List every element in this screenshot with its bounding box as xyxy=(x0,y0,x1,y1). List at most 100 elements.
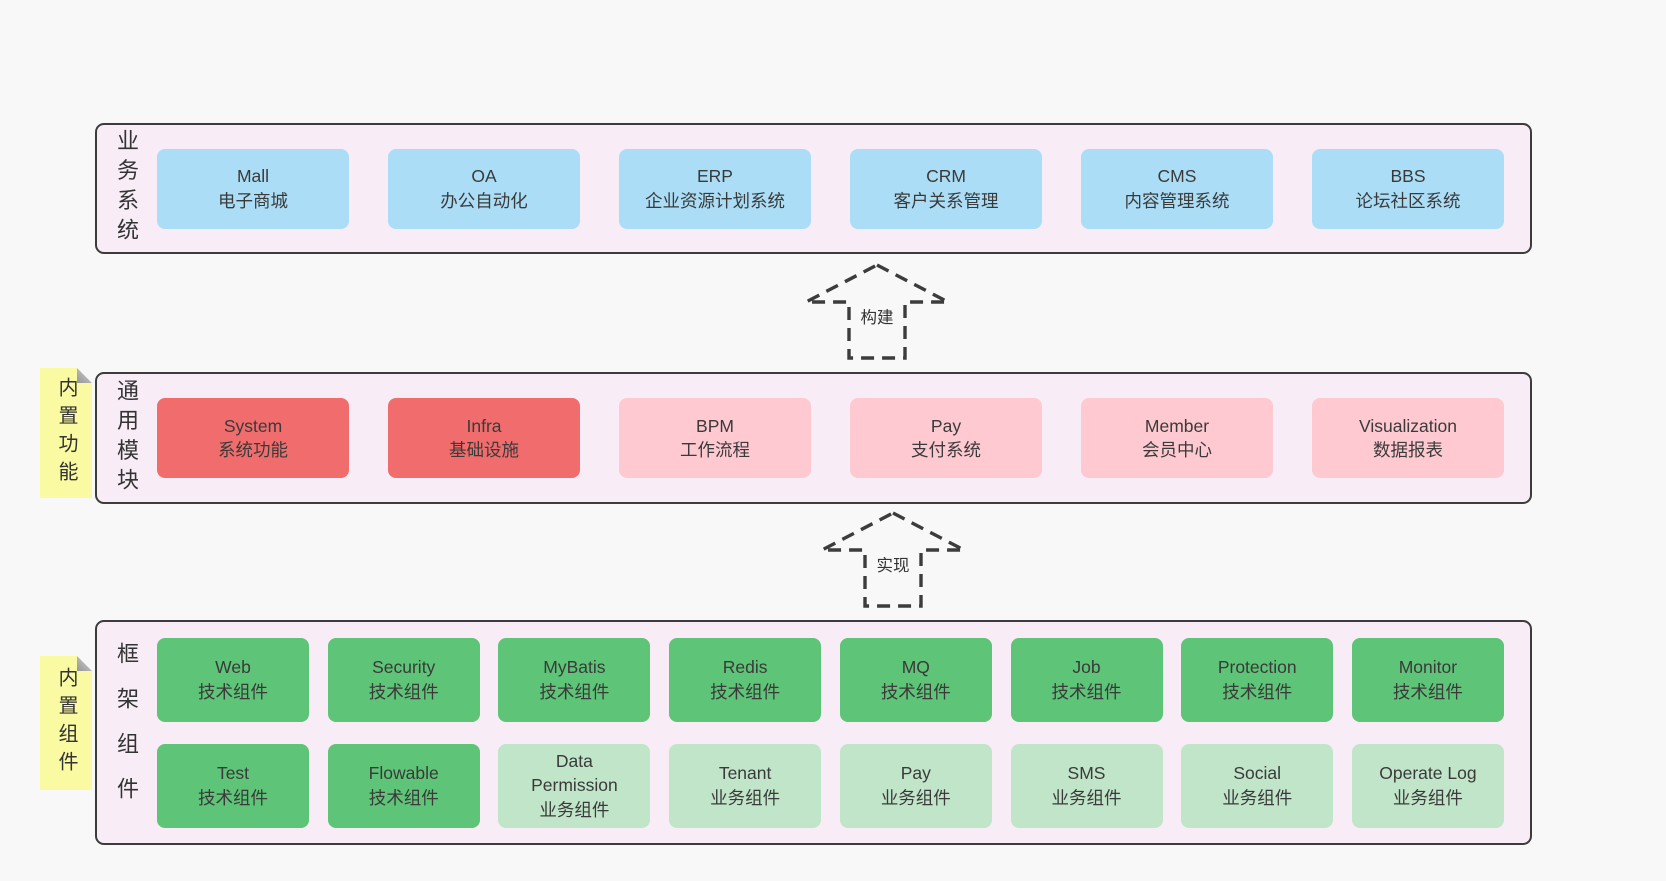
box-title: SMS xyxy=(1067,763,1106,784)
box-subtitle: 基础设施 xyxy=(449,440,519,460)
box-monitor: Monitor 技术组件 xyxy=(1351,637,1504,722)
box-subtitle: 论坛社区系统 xyxy=(1355,190,1461,211)
note-builtin-components: 内置组件 xyxy=(40,656,92,790)
box-title: Redis xyxy=(722,657,768,678)
box-title: MQ xyxy=(901,657,930,678)
box-operate-log: Operate Log 业务组件 xyxy=(1351,743,1504,828)
box-system: System 系统功能 xyxy=(157,398,349,478)
box-pay-business: Pay 业务组件 xyxy=(839,743,992,828)
box-subtitle: 业务组件 xyxy=(539,799,610,820)
box-title: Member xyxy=(1144,415,1210,436)
layer-framework-components: 框架组件 Web 技术组件 Security 技术组件 MyBatis 技术组件… xyxy=(95,620,1532,845)
components-row-2: Test 技术组件 Flowable 技术组件 Data Permission … xyxy=(157,743,1504,828)
layer-label-column: 业务系统 xyxy=(97,125,155,252)
box-crm: CRM 客户关系管理 xyxy=(850,148,1042,229)
box-cms: CMS 内容管理系统 xyxy=(1081,148,1273,229)
box-subtitle: 技术组件 xyxy=(539,681,610,702)
box-subtitle: 技术组件 xyxy=(1051,681,1122,702)
box-title: Operate Log xyxy=(1379,763,1477,784)
layer-business-label: 业务系统 xyxy=(114,129,139,248)
box-title: Web xyxy=(215,657,251,678)
box-subtitle: 业务组件 xyxy=(1051,787,1122,808)
box-title: CRM xyxy=(926,166,966,187)
arrow-build-label: 构建 xyxy=(857,303,897,329)
box-title: Infra xyxy=(466,415,502,436)
arrow-implement-label: 实现 xyxy=(873,551,913,577)
box-subtitle: 技术组件 xyxy=(880,681,951,702)
modules-boxes: System 系统功能 Infra 基础设施 BPM 工作流程 Pay 支付系统… xyxy=(155,374,1530,502)
up-arrow-icon xyxy=(805,263,949,360)
up-arrow-icon xyxy=(821,511,965,608)
box-title: Monitor xyxy=(1398,657,1458,678)
box-tenant: Tenant 业务组件 xyxy=(669,743,822,828)
box-member: Member 会员中心 xyxy=(1081,398,1273,478)
box-job: Job 技术组件 xyxy=(1010,637,1163,722)
box-title: Flowable xyxy=(368,763,439,784)
box-title: Protection xyxy=(1217,657,1297,678)
box-title: Social xyxy=(1233,763,1282,784)
box-title: CMS xyxy=(1157,166,1197,187)
box-subtitle: 业务组件 xyxy=(880,787,951,808)
arrow-build: 构建 xyxy=(802,261,952,363)
box-title: OA xyxy=(471,166,497,187)
box-protection: Protection 技术组件 xyxy=(1181,637,1334,722)
box-title: Security xyxy=(372,657,436,678)
box-subtitle: 工作流程 xyxy=(680,440,750,460)
box-title: Pay xyxy=(930,415,962,436)
box-mall: Mall 电子商城 xyxy=(157,148,349,229)
box-title: ERP xyxy=(697,166,733,187)
box-subtitle: 系统功能 xyxy=(218,440,288,460)
box-subtitle: 业务组件 xyxy=(710,787,781,808)
note-builtin-functions: 内置功能 xyxy=(40,368,92,498)
note-builtin-functions-label: 内置功能 xyxy=(55,377,77,489)
box-title: Pay xyxy=(900,763,931,784)
box-subtitle: 数据报表 xyxy=(1373,440,1443,460)
layer-label-column: 框架组件 xyxy=(97,622,155,843)
box-subtitle: 技术组件 xyxy=(1392,681,1463,702)
arrow-implement: 实现 xyxy=(818,509,968,611)
box-mq: MQ 技术组件 xyxy=(839,637,992,722)
box-subtitle: 技术组件 xyxy=(1222,681,1293,702)
layer-common-modules: 通用模块 System 系统功能 Infra 基础设施 BPM 工作流程 Pay… xyxy=(95,372,1532,504)
box-subtitle: 内容管理系统 xyxy=(1124,190,1230,211)
box-title: Job xyxy=(1072,657,1101,678)
box-erp: ERP 企业资源计划系统 xyxy=(619,148,811,229)
layer-label-column: 通用模块 xyxy=(97,374,155,502)
components-row-1: Web 技术组件 Security 技术组件 MyBatis 技术组件 Redi… xyxy=(157,637,1504,722)
box-subtitle: 技术组件 xyxy=(198,681,268,702)
layer-business-systems: 业务系统 Mall 电子商城 OA 办公自动化 ERP 企业资源计划系统 CRM… xyxy=(95,123,1532,254)
box-infra: Infra 基础设施 xyxy=(388,398,580,478)
box-title: Test xyxy=(216,763,250,784)
box-subtitle: 业务组件 xyxy=(1222,787,1293,808)
box-flowable: Flowable 技术组件 xyxy=(327,743,480,828)
box-bpm: BPM 工作流程 xyxy=(619,398,811,478)
box-subtitle: 办公自动化 xyxy=(440,190,528,211)
business-boxes: Mall 电子商城 OA 办公自动化 ERP 企业资源计划系统 CRM 客户关系… xyxy=(155,125,1530,252)
box-subtitle: 会员中心 xyxy=(1142,440,1212,460)
box-subtitle: 电子商城 xyxy=(218,190,288,211)
box-subtitle: 技术组件 xyxy=(710,681,781,702)
box-visualization: Visualization 数据报表 xyxy=(1312,398,1504,478)
layer-modules-label: 通用模块 xyxy=(114,378,139,498)
box-title: Data Permission xyxy=(531,751,618,796)
box-title: BBS xyxy=(1390,166,1426,187)
box-title: System xyxy=(223,415,283,436)
box-bbs: BBS 论坛社区系统 xyxy=(1312,148,1504,229)
box-test: Test 技术组件 xyxy=(157,743,309,828)
box-social: Social 业务组件 xyxy=(1181,743,1334,828)
box-subtitle: 支付系统 xyxy=(911,440,981,460)
box-subtitle: 客户关系管理 xyxy=(893,190,999,211)
box-subtitle: 技术组件 xyxy=(198,787,268,808)
box-subtitle: 企业资源计划系统 xyxy=(645,190,785,211)
components-rows: Web 技术组件 Security 技术组件 MyBatis 技术组件 Redi… xyxy=(155,622,1530,843)
box-title: MyBatis xyxy=(543,657,606,678)
box-title: BPM xyxy=(696,415,734,436)
note-fold-corner-icon xyxy=(77,656,92,671)
box-web: Web 技术组件 xyxy=(157,637,309,722)
box-subtitle: 技术组件 xyxy=(368,787,439,808)
layer-components-label: 框架组件 xyxy=(114,642,139,823)
box-subtitle: 业务组件 xyxy=(1392,787,1463,808)
box-pay: Pay 支付系统 xyxy=(850,398,1042,478)
box-sms: SMS 业务组件 xyxy=(1010,743,1163,828)
box-oa: OA 办公自动化 xyxy=(388,148,580,229)
